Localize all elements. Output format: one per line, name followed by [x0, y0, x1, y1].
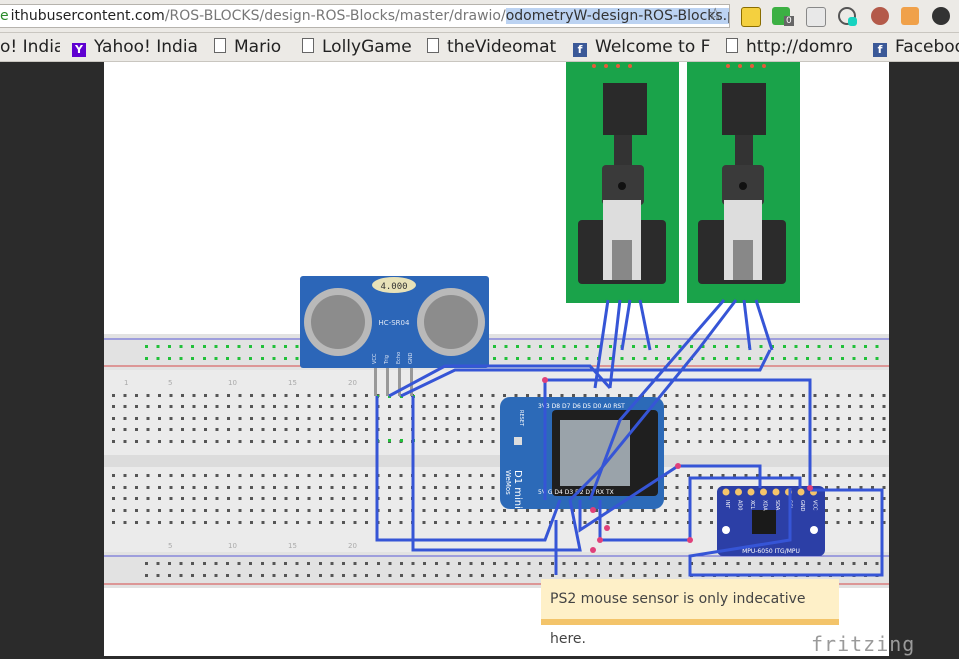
page-icon: [302, 38, 314, 53]
page-icon: [427, 38, 439, 53]
sensor-pin-label: Echo: [396, 352, 402, 364]
imu-pin-label: XDA: [762, 500, 768, 511]
column-number: 5: [168, 542, 172, 550]
bookmark-star-icon[interactable]: ☆: [708, 4, 723, 23]
facebook-icon: f: [873, 43, 887, 57]
sensor-pin-label: Trig: [384, 355, 390, 365]
imu-pin-label: INT: [724, 500, 730, 509]
annotation-note: PS2 mouse sensor is only indecative here…: [541, 579, 839, 647]
facebook-icon: f: [573, 43, 587, 57]
sensor-pin-label: VCC: [372, 353, 378, 364]
imu-pin: [722, 488, 730, 496]
url-host: ithubusercontent.com: [10, 8, 165, 24]
bookmark-label: theVideomat: [447, 37, 557, 57]
bookmark-yahoo-india[interactable]: Y Yahoo! India: [72, 36, 202, 58]
imu-pin-label: XCL: [749, 500, 755, 510]
board-brand: WeMos: [504, 470, 512, 495]
bookmark-label: Welcome to F: [595, 37, 711, 57]
board-reset-label: RESET: [518, 410, 524, 427]
image-extension-icon[interactable]: [806, 7, 826, 27]
column-number: 10: [228, 542, 237, 550]
imu-pin: [760, 488, 767, 496]
column-number-labels: 1 5 10 15 20 5 10 15 20: [124, 379, 357, 550]
column-number: 20: [348, 542, 357, 550]
bookmark-welcome[interactable]: f Welcome to F: [573, 36, 711, 58]
column-number: 1: [124, 379, 128, 387]
sensor-label: HC-SR04: [379, 319, 410, 327]
face-extension-icon[interactable]: [901, 7, 919, 25]
imu-label: MPU-6050 ITG/MPU: [742, 548, 800, 555]
ps2-mouse-sensor-left: [566, 62, 679, 303]
board-top-pins: 3V3 D8 D7 D6 D5 D0 A0 RST: [538, 403, 625, 410]
imu-pin: [772, 488, 780, 496]
column-number: 15: [288, 542, 297, 550]
column-number: 10: [228, 379, 237, 387]
glasses-extension-icon[interactable]: [741, 7, 761, 27]
url-selected-filename: odometryW-design-ROS-Blocks.png: [505, 8, 729, 24]
breadboard-svg: 1 5 10 15 20 5 10 15 20: [104, 62, 889, 588]
moon-icon[interactable]: [932, 7, 950, 25]
imu-pin-label: VCC: [812, 500, 818, 511]
bookmark-label: LollyGame: [322, 37, 412, 57]
sensor-display: 4.000: [380, 282, 407, 292]
wire-endpoints: [542, 377, 813, 553]
sensor-pin-label: GND: [408, 352, 414, 364]
bookmark-lollygame[interactable]: LollyGame: [302, 36, 417, 58]
imu-pin: [797, 488, 805, 496]
board-label: D1 mini: [512, 470, 523, 509]
page-icon: [214, 38, 226, 53]
bookmark-label: o! India: [0, 37, 60, 57]
bookmark-label: Faceboo: [895, 37, 959, 57]
bookmark-mario[interactable]: Mario: [214, 36, 294, 58]
jumper-wires: [375, 299, 884, 577]
bookmark-label: http://domro: [746, 37, 853, 57]
breadboard: 1 5 10 15 20 5 10 15 20: [104, 334, 889, 588]
bookmark-facebook[interactable]: f Faceboo: [873, 36, 959, 58]
imu-pin-label: SDA: [774, 500, 780, 511]
bookmark-thevideomat[interactable]: theVideomat: [427, 36, 560, 58]
yahoo-icon: Y: [72, 43, 86, 57]
bookmarks-bar: o! India Y Yahoo! India Mario LollyGame t…: [0, 33, 959, 62]
bookmark-domro[interactable]: http://domro: [726, 36, 863, 58]
imu-pin: [747, 488, 755, 496]
fritzing-diagram-image: 1 5 10 15 20 5 10 15 20: [104, 62, 889, 656]
extension-badge: 0: [784, 16, 794, 26]
imu-pin-label: AD0: [737, 500, 743, 510]
bookmark-label: Mario: [234, 37, 282, 57]
ps2-mouse-sensor-right: [687, 62, 800, 303]
url-path: /ROS-BLOCKS/design-ROS-Blocks/master/dra…: [164, 8, 506, 24]
page-icon: [726, 38, 738, 53]
bookmark-label: Yahoo! India: [94, 37, 198, 57]
column-number: 20: [348, 379, 357, 387]
column-number: 15: [288, 379, 297, 387]
chestnut-icon[interactable]: [871, 7, 889, 25]
teal-square-icon: [848, 17, 857, 26]
column-number: 5: [168, 379, 172, 387]
speed-gauge-icon[interactable]: [838, 7, 856, 25]
hc-sr04-ultrasonic-sensor: 4.000 HC-SR04 VCC Trig Echo GND: [300, 276, 489, 396]
fritzing-watermark: fritzing: [811, 632, 916, 656]
imu-pin: [735, 488, 742, 496]
url-prefix: e: [0, 8, 9, 24]
imu-pin-label: GND: [799, 500, 805, 512]
bookmark-yahoo-india-partial[interactable]: o! India: [0, 36, 60, 58]
